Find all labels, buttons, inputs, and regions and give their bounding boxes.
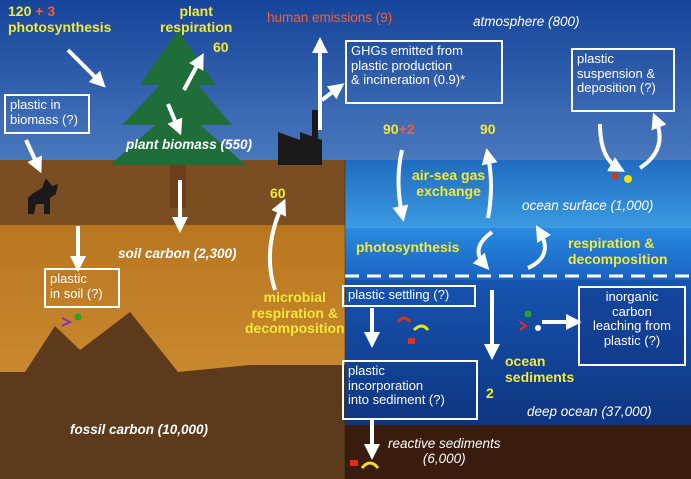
atmosphere-label: atmosphere (800) xyxy=(473,14,580,29)
ghg-box: GHGs emitted from plastic production & i… xyxy=(345,40,503,104)
plastic-settling-box: plastic settling (?) xyxy=(342,285,476,307)
human-emissions-label: human emissions (9) xyxy=(267,10,393,25)
soil-carbon-label: soil carbon (2,300) xyxy=(118,246,237,261)
plastic-soil-box: plastic in soil (?) xyxy=(44,268,120,308)
ocean-surface-region xyxy=(345,160,691,228)
arrow-ghg xyxy=(320,83,345,102)
arrow-ocean-resp xyxy=(527,225,551,270)
deep-ocean-region xyxy=(345,280,691,425)
ocean-mid-region xyxy=(345,228,691,280)
plant-respiration-value: 60 xyxy=(213,39,229,55)
airsea-left-value: 90+2 xyxy=(383,121,415,137)
sediment-region xyxy=(345,425,691,479)
arrow-photosynthesis xyxy=(66,48,106,88)
arrow-airsea-down xyxy=(392,149,409,222)
plastic-fragments-sediment-icon xyxy=(350,460,380,469)
plastic-fragments-settling-icon xyxy=(396,316,430,344)
plant-biomass-label: plant biomass (550) xyxy=(126,137,253,152)
microbial-label: microbial respiration & decomposition xyxy=(245,289,345,337)
photosynthesis-label: photosynthesis xyxy=(8,19,112,35)
arrow-suspension-down xyxy=(598,123,625,172)
plastic-fragments-ocean-surface-icon xyxy=(611,172,632,183)
arrow-plant-biomass-in xyxy=(166,103,183,136)
reactive-sediments-label: reactive sediments (6,000) xyxy=(388,436,501,467)
ocean-surface-label: ocean surface (1,000) xyxy=(522,198,654,213)
airsea-exchange-label: air-sea gas exchange xyxy=(412,167,486,199)
deep-ocean-label: deep ocean (37,000) xyxy=(527,404,652,419)
plant-respiration-label: plant respiration xyxy=(160,3,233,35)
ocean-sediments-label: ocean sediments xyxy=(505,353,575,385)
dog-icon xyxy=(28,178,58,214)
arrow-airsea-up xyxy=(481,148,498,219)
plastic-biomass-box: plastic in biomass (?) xyxy=(4,94,90,134)
arrow-suspension-up xyxy=(638,112,667,170)
fossil-layer xyxy=(0,312,345,479)
arrow-microbial xyxy=(267,198,286,291)
arrow-ocean-photo xyxy=(472,230,494,271)
plastic-fragments-soil-icon xyxy=(61,313,82,327)
ocean-photosynthesis-label: photosynthesis xyxy=(356,239,460,255)
respiration-decomposition-label: respiration & decomposition xyxy=(568,235,668,267)
plastic-suspension-box: plastic suspension & deposition (?) xyxy=(571,48,675,112)
fossil-carbon-label: fossil carbon (10,000) xyxy=(70,422,209,437)
ocean-sediments-value: 2 xyxy=(486,385,494,401)
inorganic-box: inorganic carbon leaching from plastic (… xyxy=(578,286,686,366)
factory-icon xyxy=(278,110,322,165)
flow-arrows xyxy=(24,37,667,460)
plastic-incorporation-box: plastic incorporation into sediment (?) xyxy=(342,360,478,420)
arrow-plastic-biomass xyxy=(24,139,42,174)
microbial-value: 60 xyxy=(270,185,286,201)
arrow-plant-respiration xyxy=(182,52,204,91)
plastic-fragments-inorganic-icon xyxy=(519,310,541,331)
photosynthesis-value: 120 + 3 xyxy=(8,3,56,19)
airsea-right-value: 90 xyxy=(480,121,496,137)
